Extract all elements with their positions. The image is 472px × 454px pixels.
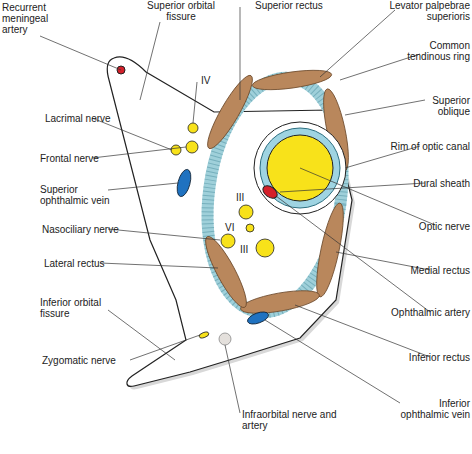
part-label: Frontal nerve <box>40 153 120 164</box>
part-label: Superior oblique <box>400 95 470 117</box>
levator-muscle <box>251 67 332 94</box>
part-label: Inferior orbital fissure <box>40 297 110 319</box>
medial-rectus-muscle <box>311 201 349 299</box>
part-label: Superior orbital fissure <box>136 0 226 22</box>
part-label: IV <box>201 75 221 86</box>
inferior-ophthalmic-vein <box>246 310 270 327</box>
part-label: Rim of optic canal <box>380 141 470 152</box>
leader-lines <box>40 7 435 413</box>
part-label: Recurrent meningeal artery <box>2 2 62 35</box>
part-label: Levator palpebrae superioris <box>372 0 470 22</box>
part-label: Dural sheath <box>410 178 470 189</box>
part-label: Superior ophthalmic vein <box>40 184 110 206</box>
inferior-rectus-muscle <box>239 286 321 318</box>
part-label: Ophthalmic artery <box>390 307 470 318</box>
part-label: Inferior rectus <box>400 352 470 363</box>
part-label: Lateral rectus <box>44 258 124 269</box>
ophthalmic-artery <box>261 183 280 200</box>
oculomotor-inferior <box>256 239 274 257</box>
tendinous-ring <box>193 69 357 321</box>
zygomatic-nerve <box>198 331 209 339</box>
part-label: III <box>236 192 256 203</box>
part-label: Infraorbital nerve and artery <box>242 409 352 431</box>
superior-rectus-muscle <box>201 71 259 153</box>
ring-stipple <box>193 69 357 321</box>
oculomotor-superior <box>239 205 253 219</box>
frontal-nerve <box>186 141 198 153</box>
part-label: Nasociliary nerve <box>42 224 132 235</box>
abducens-nerve <box>246 224 254 232</box>
part-label: Inferior ophthalmic vein <box>390 398 470 420</box>
part-label: Medial rectus <box>400 265 470 276</box>
part-label: Optic nerve <box>410 221 470 232</box>
trochlear-nerve <box>188 123 198 133</box>
part-label: VI <box>225 222 245 233</box>
nasociliary-nerve <box>221 234 235 248</box>
infraorbital-bundle <box>219 333 231 345</box>
lacrimal-nerve <box>171 145 181 155</box>
superior-orbital-fissure <box>107 57 352 386</box>
part-label: Lacrimal nerve <box>45 113 125 124</box>
part-label: Superior rectus <box>255 0 345 11</box>
part-label: III <box>240 244 260 255</box>
part-label: Common tendinous ring <box>392 40 470 62</box>
part-label: Zygomatic nerve <box>42 355 132 366</box>
